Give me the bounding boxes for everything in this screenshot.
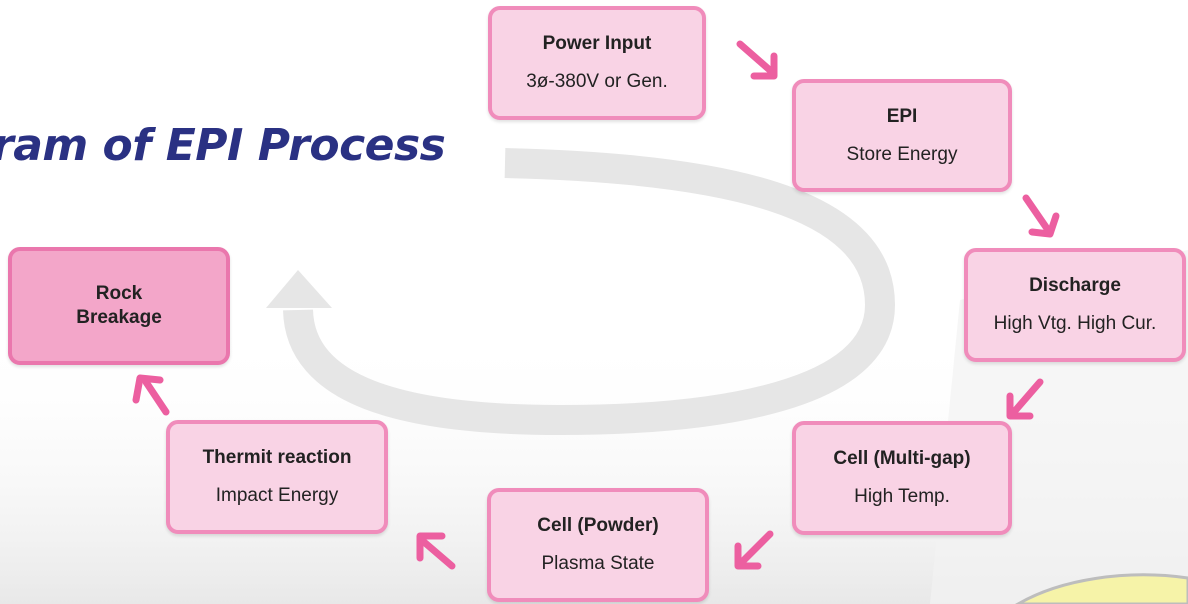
yellow-seal-shape <box>1014 573 1188 604</box>
power-input-head: Power Input <box>542 33 652 54</box>
cell-multigap-sub: High Temp. <box>854 486 950 507</box>
epi-head: EPI <box>886 105 918 127</box>
rock-breakage-head: Rock Breakage <box>76 283 162 328</box>
cell-multigap-head: Cell (Multi-gap) <box>833 448 971 469</box>
diagram-title: ram of EPI Process <box>0 120 446 171</box>
arrow-thermit-to-rock-icon <box>132 374 170 416</box>
discharge-box: Discharge High Vtg. High Cur. <box>964 248 1186 362</box>
discharge-head: Discharge <box>1029 275 1121 296</box>
discharge-sub: High Vtg. High Cur. <box>993 313 1157 334</box>
rock-breakage-box: Rock Breakage <box>8 247 230 365</box>
cell-powder-box: Cell (Powder) Plasma State <box>487 488 709 602</box>
arrow-discharge-to-multigap-icon <box>1006 378 1044 420</box>
arrow-multigap-to-powder-icon <box>734 530 774 570</box>
cell-powder-head: Cell (Powder) <box>537 515 659 536</box>
thermit-reaction-sub: Impact Energy <box>215 485 339 506</box>
thermit-reaction-head: Thermit reaction <box>202 447 352 468</box>
cell-powder-sub: Plasma State <box>541 553 655 574</box>
cycle-arrow-body <box>283 148 896 436</box>
cycle-arrow-head <box>266 270 332 308</box>
arrow-powder-to-thermit-icon <box>416 532 456 570</box>
power-input-sub: 3ø-380V or Gen. <box>526 71 668 92</box>
epi-box: EPI Store Energy <box>792 79 1012 192</box>
thermit-reaction-box: Thermit reaction Impact Energy <box>166 420 388 534</box>
arrow-power-to-epi-icon <box>736 40 778 80</box>
epi-sub: Store Energy <box>846 143 958 165</box>
power-input-box: Power Input 3ø-380V or Gen. <box>488 6 706 120</box>
cell-multigap-box: Cell (Multi-gap) High Temp. <box>792 421 1012 535</box>
arrow-epi-to-discharge-icon <box>1022 194 1060 238</box>
